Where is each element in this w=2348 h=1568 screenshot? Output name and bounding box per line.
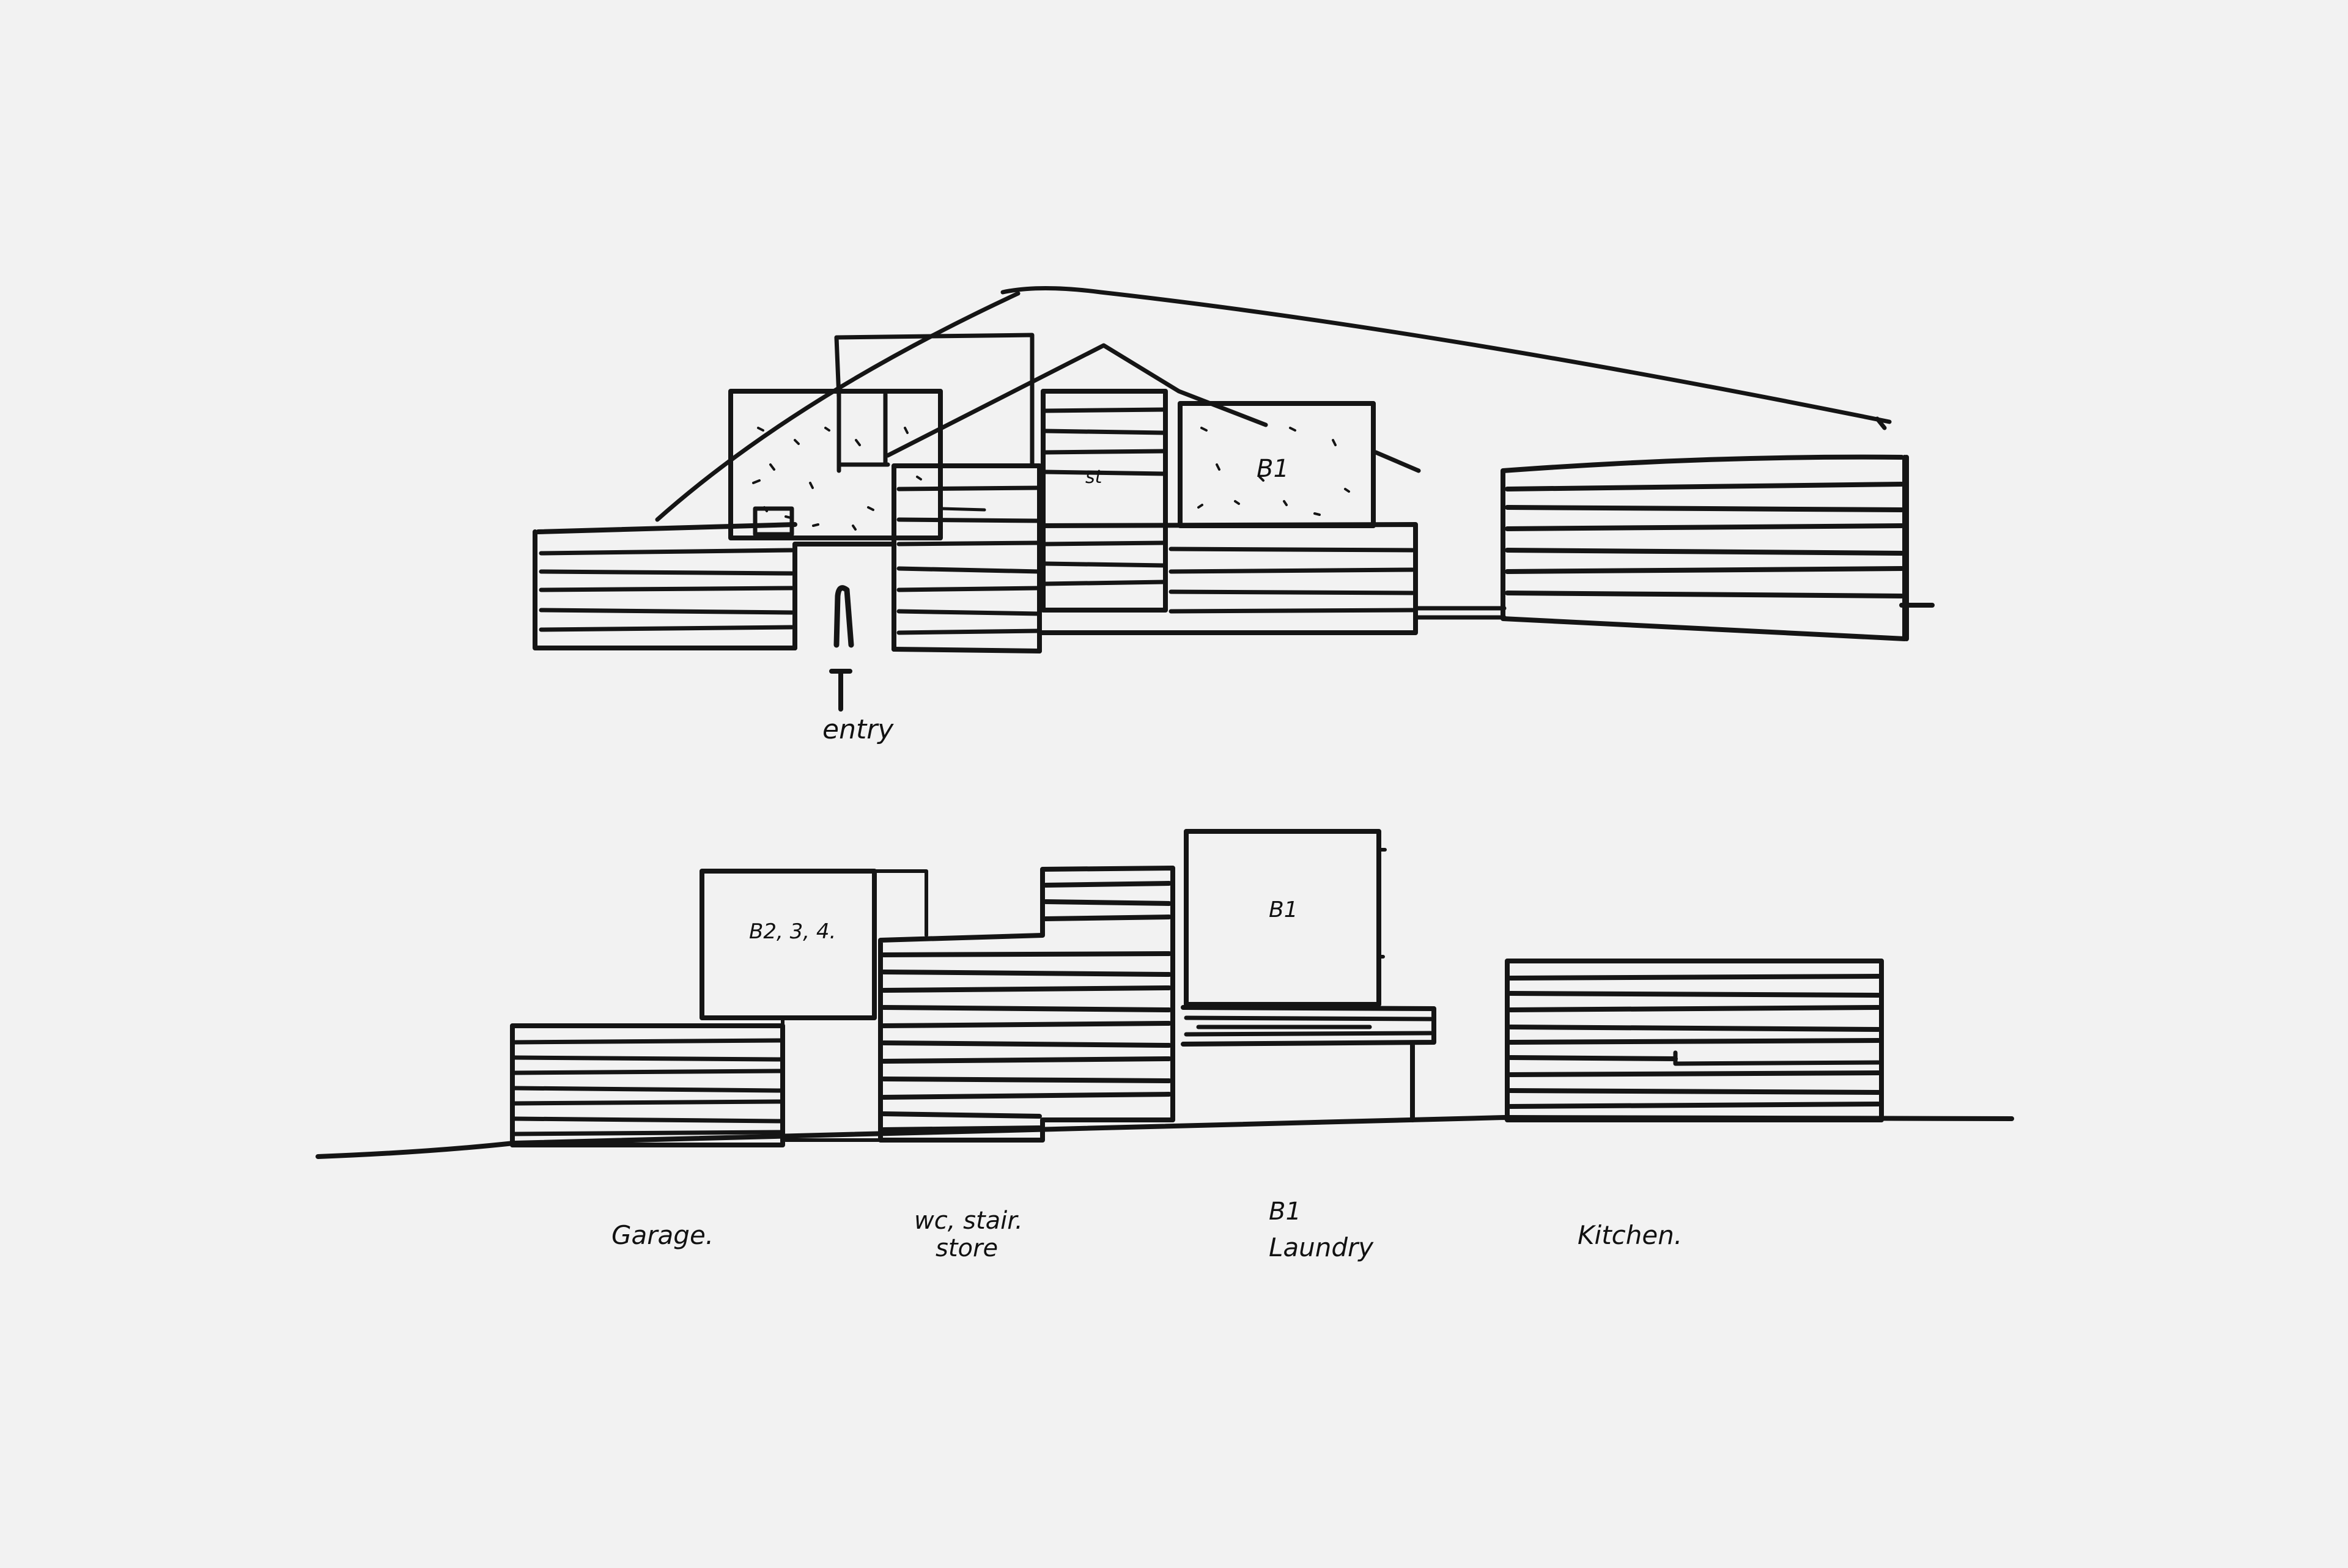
laundry-volume	[1181, 1005, 1436, 1122]
texture-dots-right	[1197, 427, 1350, 516]
roof-end-tick	[1875, 416, 1887, 430]
low-volume-middle	[892, 522, 1418, 653]
stair-label-upper: st	[1085, 466, 1103, 488]
laundry-label: Laundry	[1269, 1232, 1374, 1262]
bedrooms-side-box	[873, 869, 928, 937]
roof-curve	[1000, 286, 1892, 424]
bedroom-1-ticks	[1377, 848, 1387, 959]
bedrooms-234-box	[700, 869, 877, 1020]
b1-label-upper: B1	[1257, 455, 1289, 483]
b1-laundry-label-b1: B1	[1269, 1198, 1301, 1226]
wc-stair-label: wc, stair.	[914, 1207, 1023, 1235]
bedrooms-234-label: B2, 3, 4.	[749, 919, 836, 944]
middle-volume-outline	[892, 463, 1042, 653]
entry-figure	[833, 585, 854, 648]
bedroom-box-left-divider	[836, 392, 890, 473]
kitchen-volume	[1505, 959, 1884, 1122]
laundry-cladding	[1184, 1015, 1433, 1037]
ground-line	[316, 1115, 2014, 1159]
link-bar	[1415, 606, 1507, 620]
garage-cladding	[512, 1038, 783, 1136]
low-volume-left	[533, 522, 797, 650]
kitchen-cladding	[1508, 974, 1881, 1109]
middle-volume-cladding	[896, 485, 1042, 635]
kitchen-volume-upper-cladding	[1505, 482, 1935, 608]
garage-link	[781, 1016, 882, 1142]
garage-label: Garage.	[611, 1220, 714, 1250]
low-volume-left-cladding	[539, 548, 794, 632]
stair-cladding	[1043, 407, 1167, 586]
wc-stair-cladding	[881, 881, 1172, 1132]
low-volume-middle-cladding	[1168, 547, 1415, 614]
roof-slope-left	[655, 291, 1021, 522]
entry-label: entry	[822, 714, 894, 745]
roof-slope-right	[1373, 450, 1421, 473]
roof-slope-middle	[885, 343, 1268, 458]
stair-volume	[1041, 389, 1168, 613]
clerestory-box	[834, 333, 1035, 467]
entry-doorway	[792, 542, 896, 652]
wc-stair-volume	[878, 866, 1175, 1143]
upper-elevation	[533, 286, 1935, 712]
small-window	[753, 506, 794, 537]
bedroom-1-label: B1	[1269, 897, 1298, 922]
bedroom-1-box	[1184, 829, 1381, 1007]
kitchen-label: Kitchen.	[1578, 1220, 1682, 1250]
entry-arrow	[829, 669, 852, 712]
lower-elevation	[316, 829, 2014, 1159]
store-label: store	[936, 1234, 998, 1262]
